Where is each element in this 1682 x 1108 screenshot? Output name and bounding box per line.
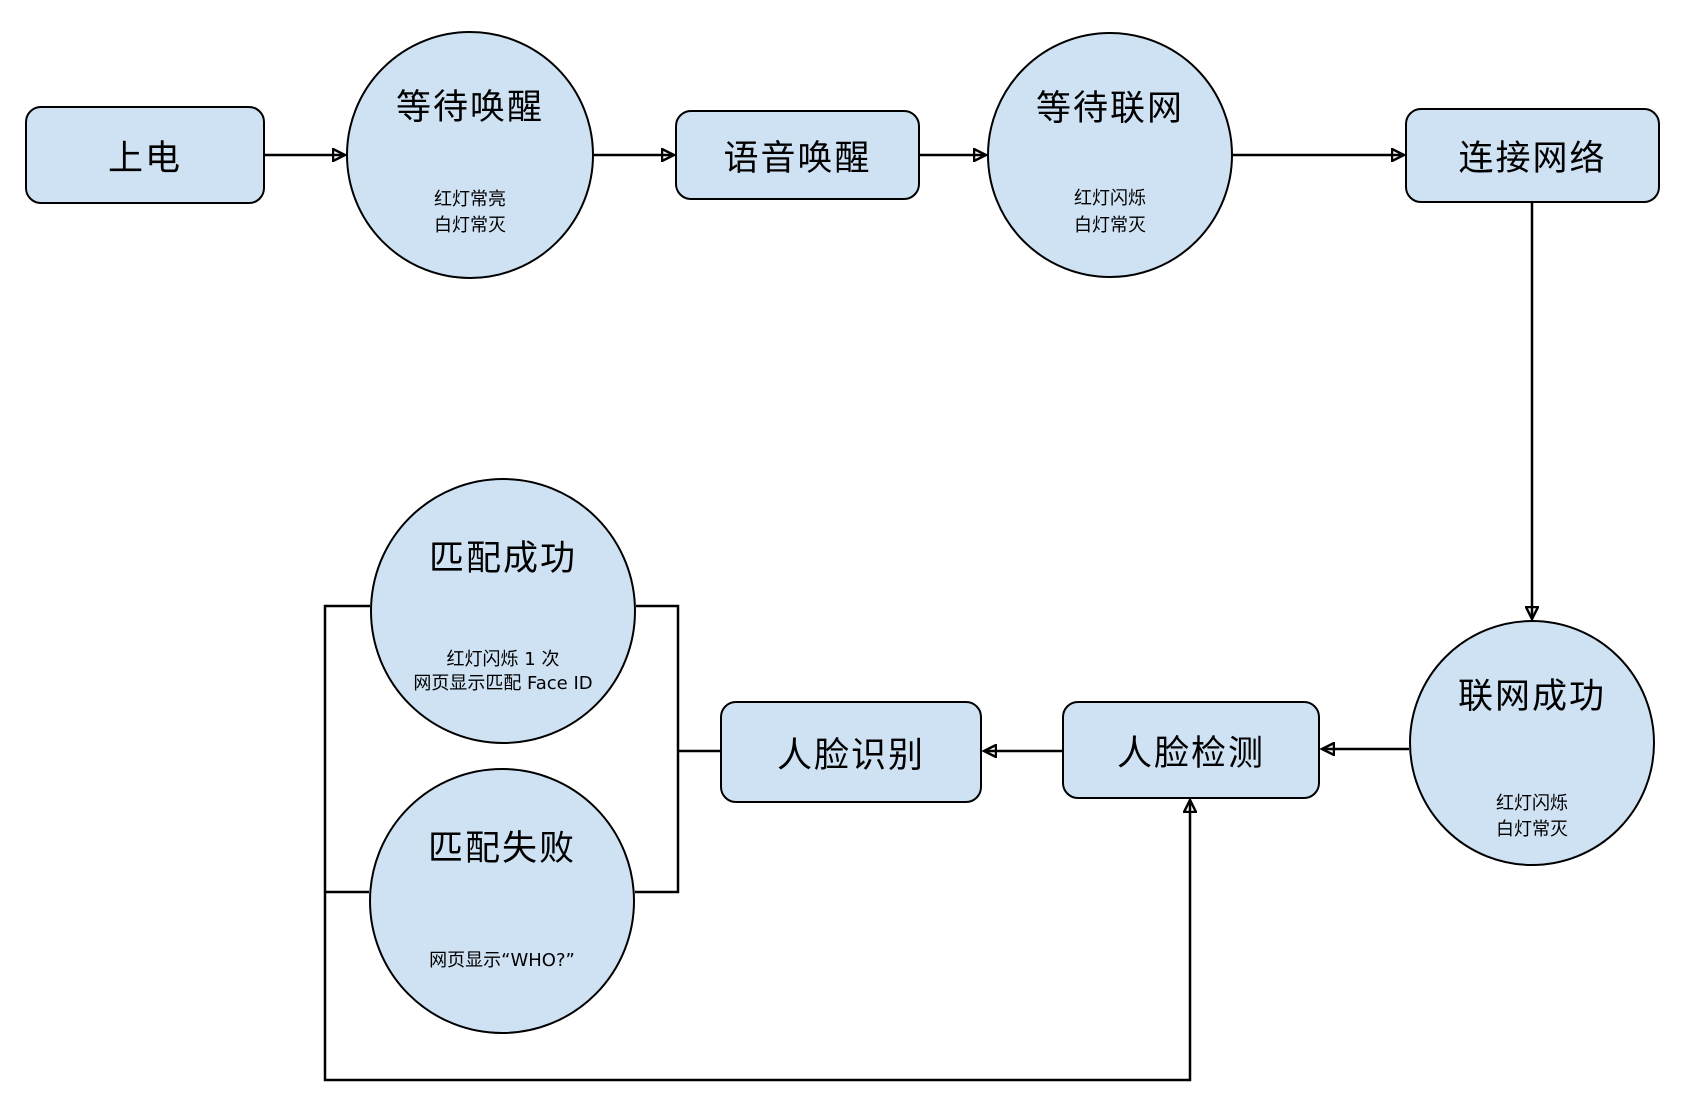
node-power-on-label: 上电 xyxy=(107,138,182,179)
node-network-success-status: 红灯闪烁 白灯常灭 xyxy=(1411,791,1653,843)
node-connect-network-label: 连接网络 xyxy=(1458,139,1607,179)
node-voice-wake-label: 语音唤醒 xyxy=(723,138,872,179)
node-face-recognize-label: 人脸识别 xyxy=(776,735,925,776)
node-match-success: 匹配成功 红灯闪烁 1 次 网页显示匹配 Face ID xyxy=(370,478,636,744)
node-wait-network-label: 等待联网 xyxy=(1035,88,1184,129)
node-match-fail-status: 网页显示“WHO?” xyxy=(371,948,633,974)
node-wait-wake-label: 等待唤醒 xyxy=(395,88,544,129)
status-line: 白灯常灭 xyxy=(1074,214,1146,236)
status-line: 红灯闪烁 1 次 xyxy=(446,648,560,670)
node-match-fail-label: 匹配失败 xyxy=(427,828,576,869)
line-recognize-bracket-right xyxy=(635,604,680,894)
status-line: 白灯常灭 xyxy=(1496,819,1568,841)
node-network-success-label: 联网成功 xyxy=(1457,676,1606,717)
node-wait-network-status: 红灯闪烁 白灯常灭 xyxy=(989,186,1231,238)
node-wait-network: 等待联网 红灯闪烁 白灯常灭 xyxy=(987,32,1233,278)
node-face-detect: 人脸检测 xyxy=(1062,701,1320,799)
node-face-recognize: 人脸识别 xyxy=(720,701,982,803)
node-wait-wake: 等待唤醒 红灯常亮 白灯常灭 xyxy=(346,31,594,279)
status-line: 网页显示“WHO?” xyxy=(429,950,575,972)
node-network-success: 联网成功 红灯闪烁 白灯常灭 xyxy=(1409,620,1655,866)
node-match-fail: 匹配失败 网页显示“WHO?” xyxy=(369,768,635,1034)
node-face-detect-label: 人脸检测 xyxy=(1116,733,1265,774)
status-line: 红灯常亮 xyxy=(434,188,506,210)
status-line: 网页显示匹配 Face ID xyxy=(413,672,593,694)
status-line: 红灯闪烁 xyxy=(1074,188,1146,210)
status-line: 红灯闪烁 xyxy=(1496,793,1568,815)
node-wait-wake-status: 红灯常亮 白灯常灭 xyxy=(348,187,592,239)
status-line: 白灯常灭 xyxy=(434,214,506,236)
node-match-success-label: 匹配成功 xyxy=(428,538,577,579)
node-connect-network: 连接网络 xyxy=(1405,108,1660,203)
node-match-success-status: 红灯闪烁 1 次 网页显示匹配 Face ID xyxy=(372,648,634,697)
node-voice-wake: 语音唤醒 xyxy=(675,110,920,200)
node-power-on: 上电 xyxy=(25,106,265,204)
